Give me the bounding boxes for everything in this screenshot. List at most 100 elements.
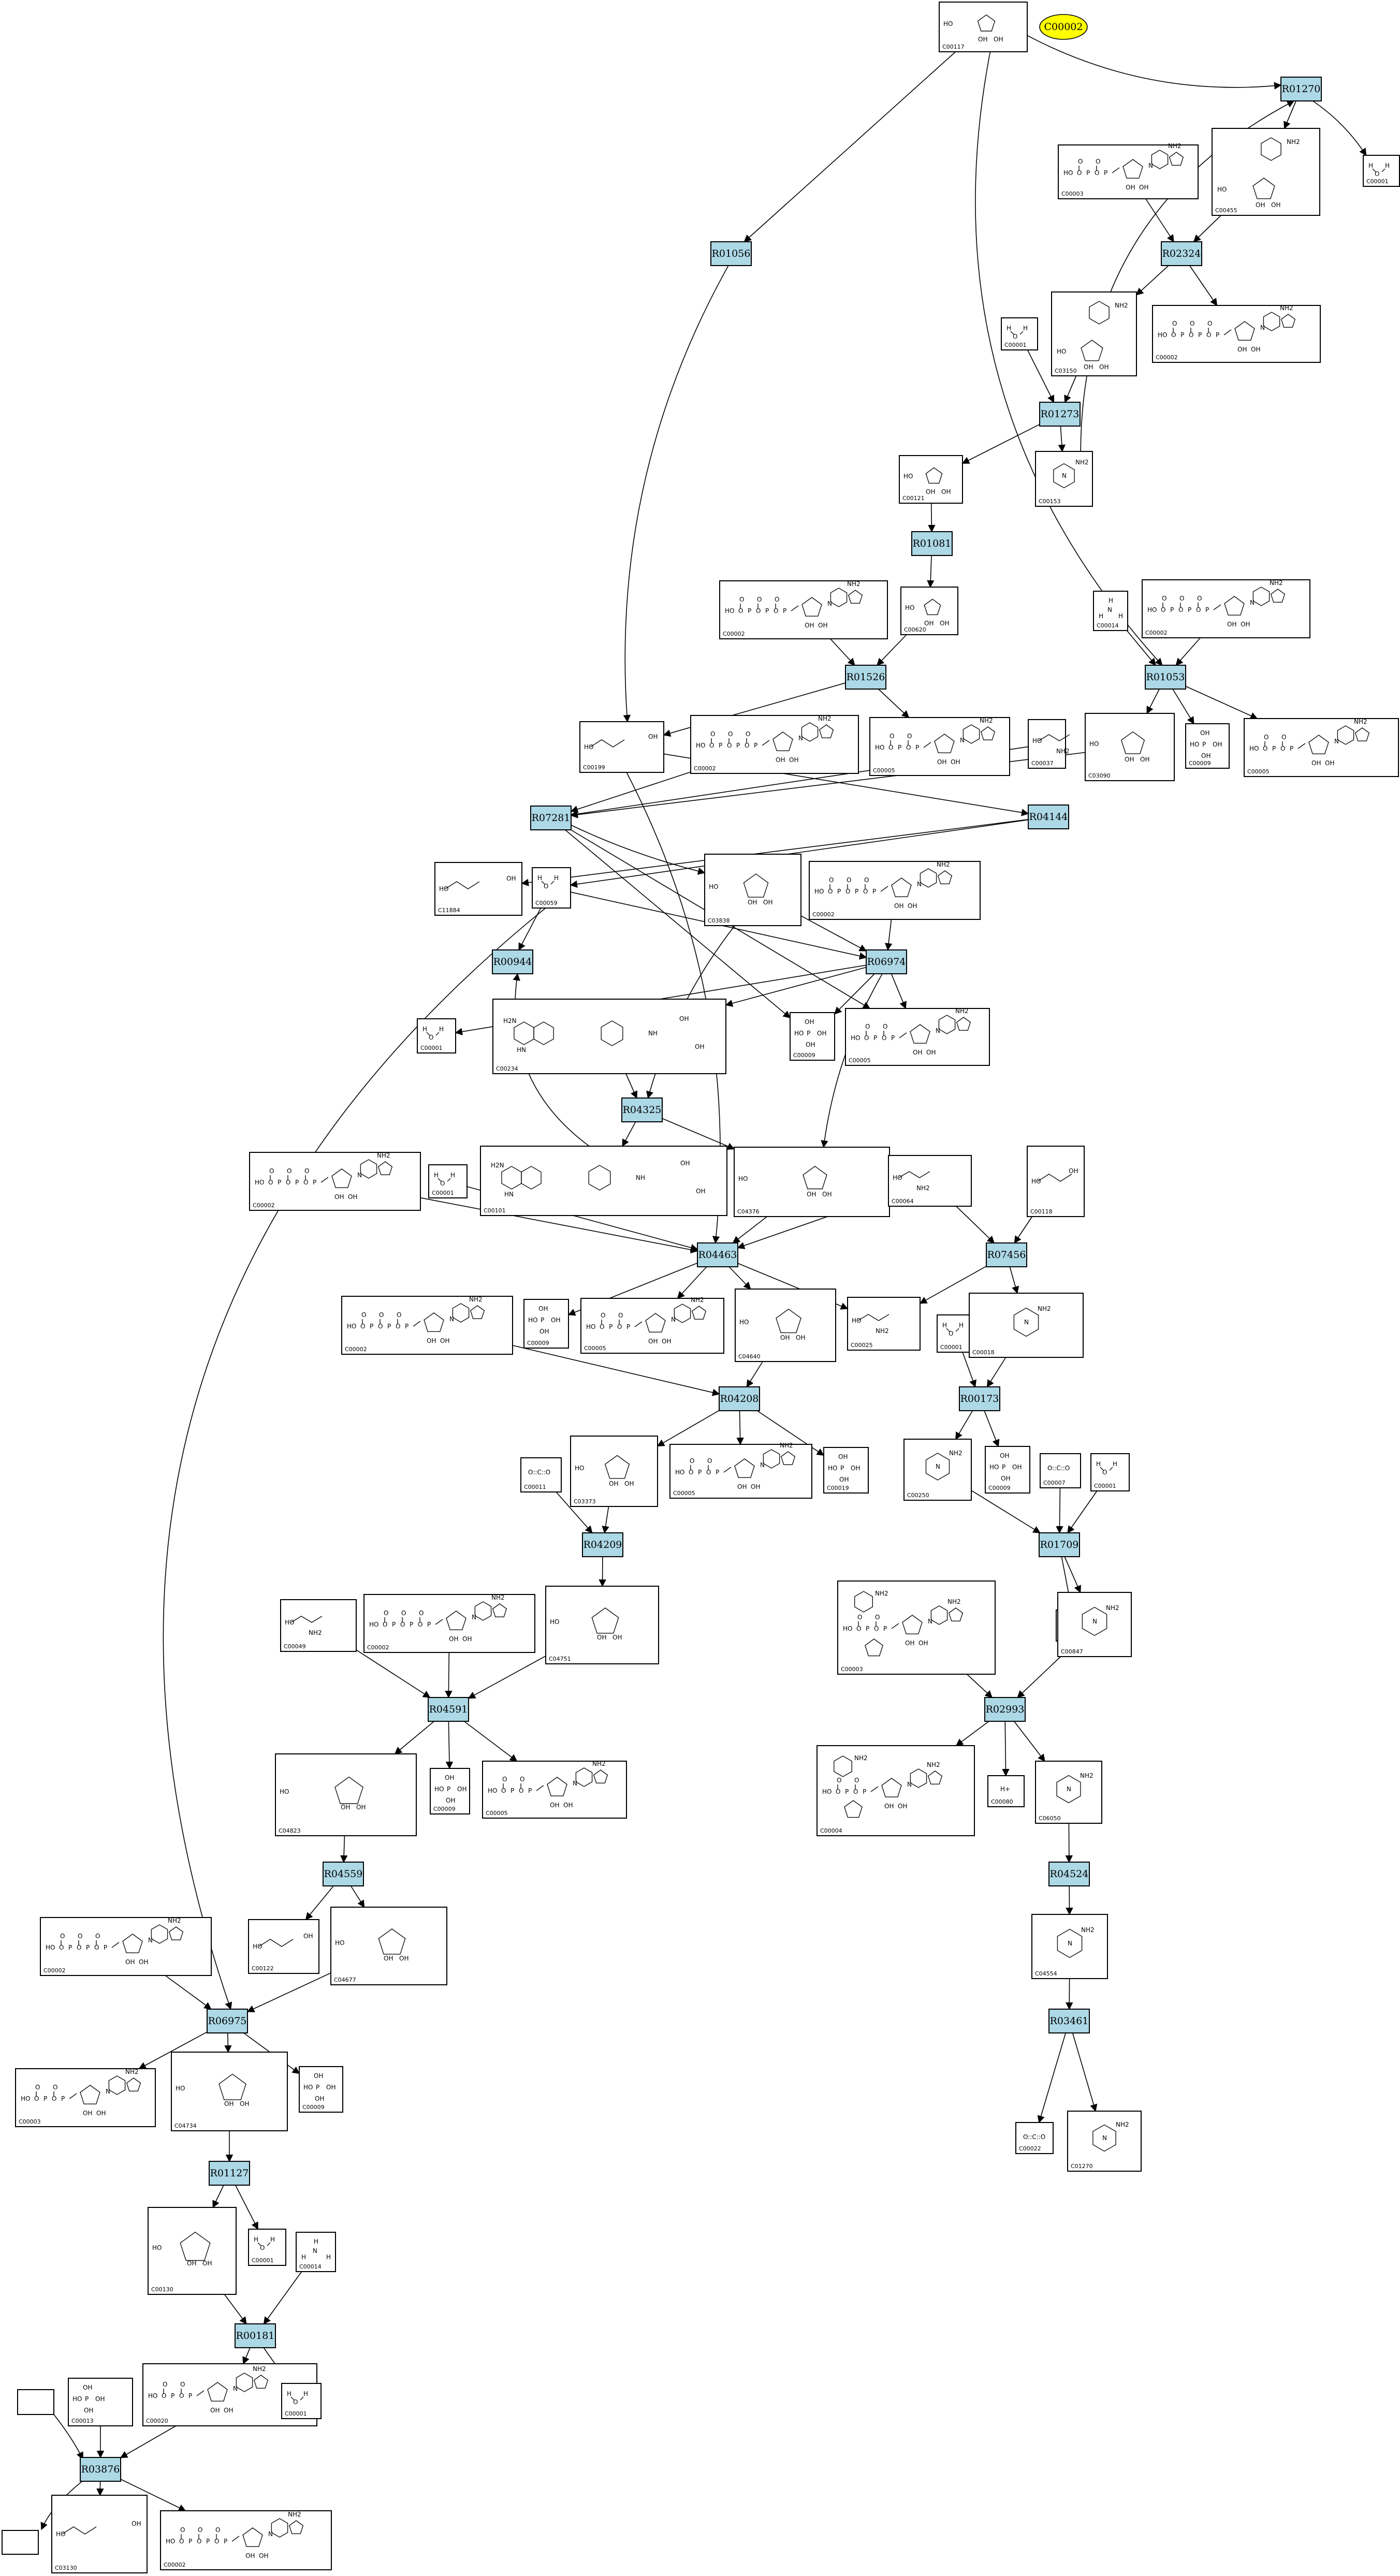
reaction-node[interactable]: R01081: [911, 531, 953, 556]
reaction-node[interactable]: R04524: [1048, 1862, 1090, 1886]
reaction-node[interactable]: R07456: [986, 1242, 1027, 1267]
reaction-node[interactable]: R01270: [1280, 77, 1322, 101]
reaction-node[interactable]: R04591: [428, 1697, 469, 1722]
reaction-node[interactable]: R01127: [209, 2161, 250, 2186]
reaction-node[interactable]: R04208: [719, 1386, 760, 1411]
reaction-node[interactable]: R00173: [959, 1386, 1000, 1411]
reaction-node[interactable]: R01056: [710, 241, 752, 266]
reaction-node[interactable]: R01273: [1039, 402, 1081, 427]
compound-node[interactable]: H+C00080: [987, 1775, 1025, 1807]
reaction-node[interactable]: R01053: [1145, 665, 1186, 690]
reaction-node[interactable]: R07281: [530, 806, 572, 830]
reaction-node[interactable]: R02993: [984, 1697, 1026, 1722]
reaction-node[interactable]: R01709: [1039, 1532, 1080, 1557]
root-compound-node[interactable]: C00002: [1039, 14, 1088, 40]
reaction-node[interactable]: R02324: [1161, 241, 1202, 266]
reaction-node[interactable]: R00944: [492, 949, 533, 974]
reaction-node[interactable]: R03876: [80, 2457, 121, 2482]
reaction-node[interactable]: R03461: [1048, 2009, 1090, 2033]
reaction-node[interactable]: R04559: [323, 1862, 364, 1886]
reaction-node[interactable]: R01526: [845, 665, 886, 690]
reaction-node[interactable]: R04209: [582, 1532, 623, 1557]
reaction-node[interactable]: R06974: [866, 949, 907, 974]
reaction-node[interactable]: R04144: [1028, 804, 1069, 829]
reaction-node[interactable]: R00181: [235, 2323, 276, 2348]
empty-compound-box[interactable]: [2, 2530, 39, 2555]
empty-compound-box[interactable]: [17, 2389, 54, 2415]
reaction-node[interactable]: R04463: [697, 1242, 738, 1267]
reaction-node[interactable]: R06975: [207, 2009, 248, 2033]
